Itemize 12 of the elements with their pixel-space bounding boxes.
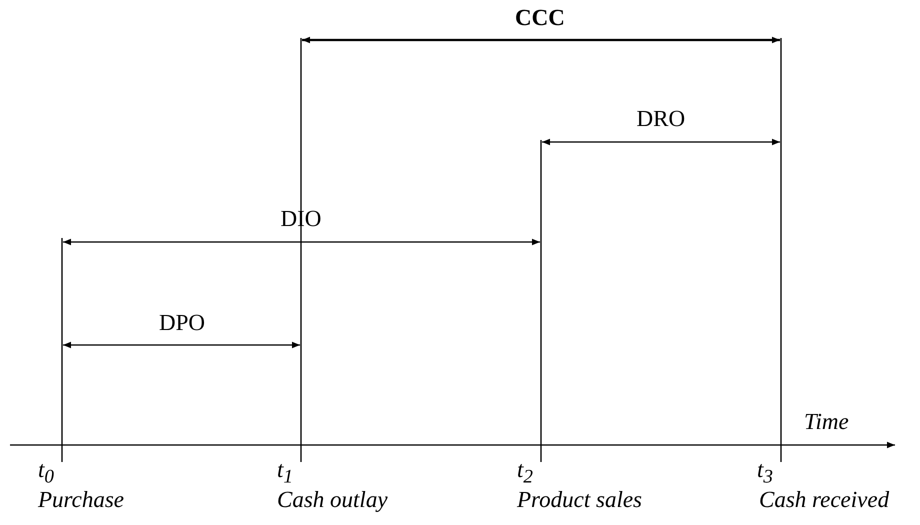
event-label: Cash outlay <box>277 488 388 511</box>
time-point-label: t$_{1}$ <box>277 458 293 487</box>
time-point-label: t$_{3}$ <box>757 458 773 487</box>
time-point-label: t$_{0}$ <box>38 458 54 487</box>
duration-label: CCC <box>515 6 565 29</box>
duration-label: DPO <box>159 311 206 334</box>
event-label: Purchase <box>38 488 124 511</box>
axis-label: Time <box>804 410 849 433</box>
time-point-label: t$_{2}$ <box>517 458 533 487</box>
duration-label: DRO <box>636 107 686 130</box>
event-label: Cash received <box>759 488 890 511</box>
event-label: Product sales <box>517 488 642 511</box>
